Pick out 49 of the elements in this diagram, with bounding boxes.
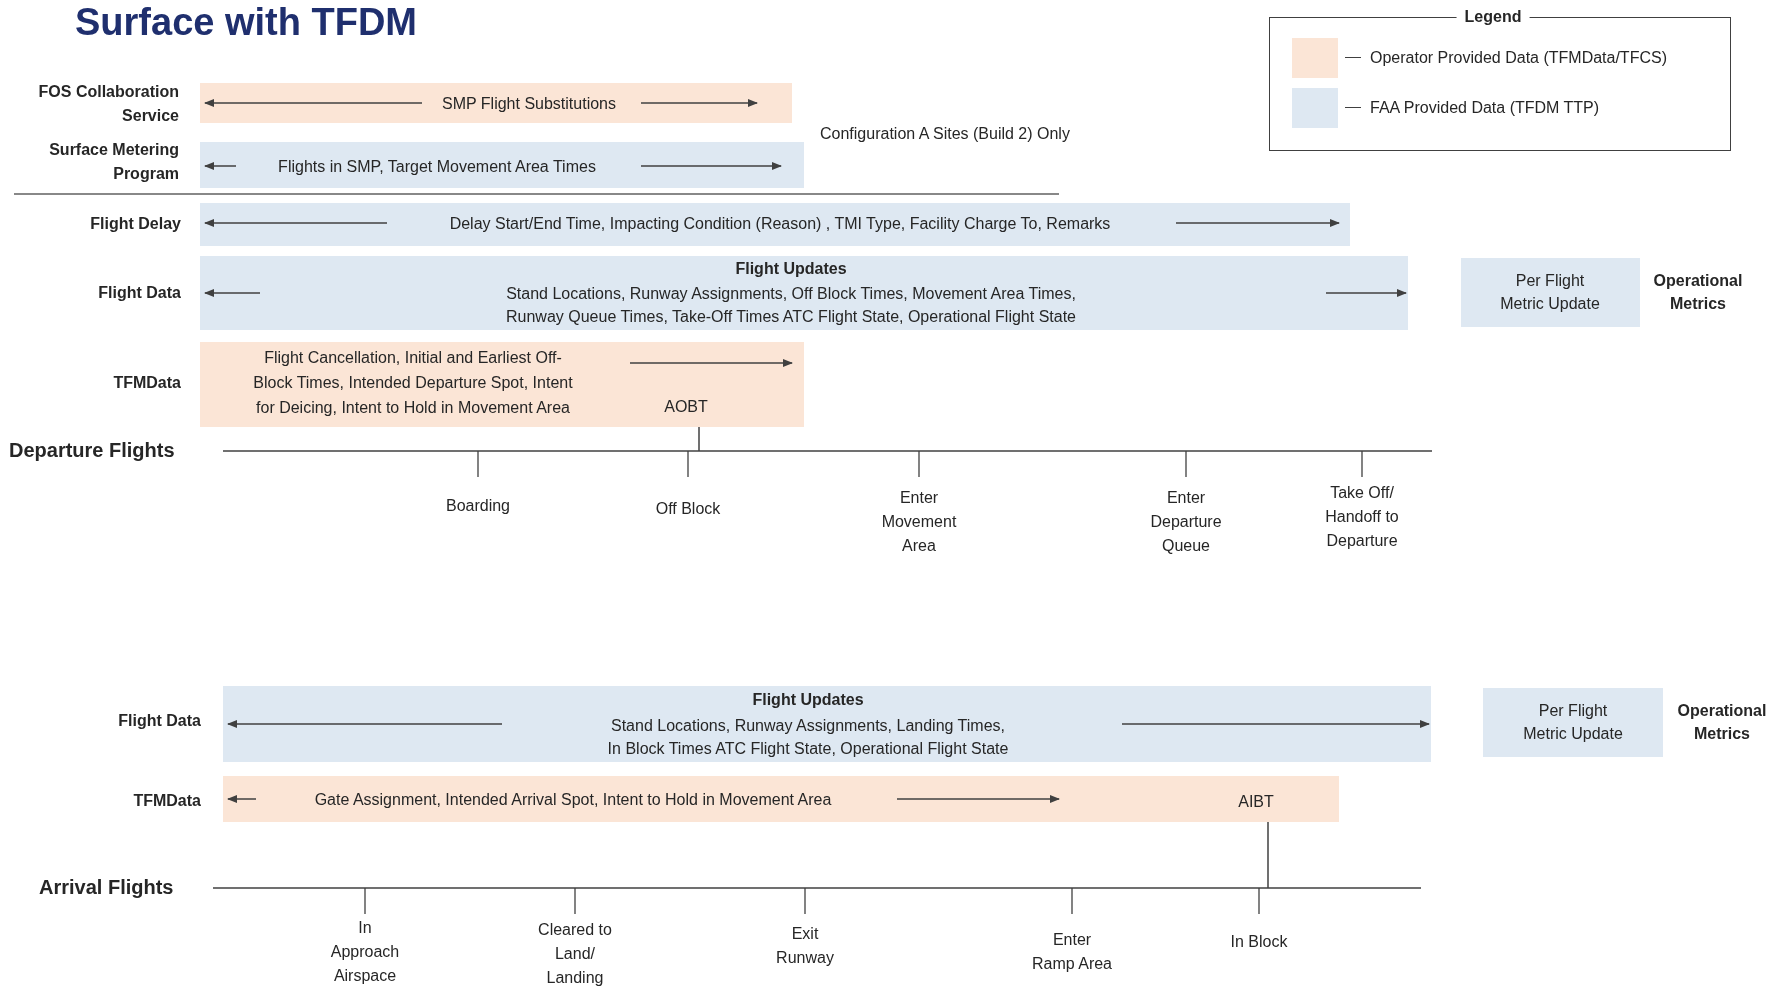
band-text: Flight Cancellation, Initial and Earliest Off-Block Times, Intended Departure Spot, Intent for Deicing, Intent to Hold in Movement Area [252, 347, 574, 418]
leader-line [1267, 821, 1269, 889]
time-marker-label: AIBT [1238, 791, 1274, 812]
row-heading: Operational Metrics [1676, 701, 1768, 744]
row-label: Flight Data [118, 711, 201, 731]
row-label: TFMData [113, 373, 181, 393]
milestone-label: Take Off/ Handoff to Departure [1324, 483, 1400, 551]
timeline-label: Departure Flights [9, 438, 175, 462]
legend-text: Operator Provided Data (TFMData/TFCS) [1370, 48, 1667, 68]
milestone-label: Enter Departure Queue [1149, 488, 1223, 556]
band-heading: Flight Updates [752, 689, 864, 710]
row-label: Flight Delay [90, 214, 181, 234]
data-band [200, 342, 804, 427]
band-text: Stand Locations, Runway Assignments, Off Block Times, Movement Area Times, Runway Queue Times, Take-Off Times ATC Flight State, Operational Flight State [505, 284, 1077, 327]
band-text: Stand Locations, Runway Assignments, Landing Times, In Block Times ATC Flight State, Operational Flight State [606, 716, 1010, 759]
milestone-label: Off Block [654, 499, 722, 519]
milestone-label: In Approach Airspace [329, 918, 401, 986]
data-band [223, 776, 1339, 822]
milestone-label: Enter Ramp Area [1030, 930, 1113, 974]
milestone-label: In Block [1229, 932, 1289, 952]
milestone-label: Boarding [444, 496, 511, 516]
row-label: FOS Collaboration Service [37, 82, 179, 126]
legend-text: FAA Provided Data (TFDM TTP) [1370, 98, 1600, 118]
data-band [223, 686, 1431, 762]
data-band [200, 203, 1350, 246]
band-text: Delay Start/End Time, Impacting Condition (Reason) , TMI Type, Facility Charge To, Remarks [449, 213, 1111, 234]
note-text: Configuration A Sites (Build 2) Only [820, 124, 1070, 144]
band-text: Flights in SMP, Target Movement Area Times [278, 156, 596, 177]
milestone-label: Exit Runway [775, 924, 835, 968]
band-text: SMP Flight Substitutions [442, 93, 616, 114]
metric-box [1483, 688, 1663, 757]
row-label: TFMData [133, 791, 201, 811]
band-text: Per Flight Metric Update [1522, 701, 1624, 744]
timeline-label: Arrival Flights [39, 875, 174, 899]
data-band [200, 142, 804, 188]
time-marker-label: AOBT [664, 396, 708, 417]
leader-line [698, 426, 700, 452]
slide-title: Surface with TFDM [75, 0, 418, 44]
row-label: Surface Metering Program [48, 140, 179, 184]
band-text: Per Flight Metric Update [1499, 271, 1601, 314]
data-band [200, 83, 792, 123]
metric-box [1461, 258, 1640, 327]
data-band [200, 256, 1408, 330]
row-label: Flight Data [98, 283, 181, 303]
band-heading: Flight Updates [735, 258, 847, 279]
milestone-label: Enter Movement Area [880, 488, 958, 556]
row-heading: Operational Metrics [1652, 271, 1744, 314]
band-text: Gate Assignment, Intended Arrival Spot, Intent to Hold in Movement Area [314, 789, 832, 810]
milestone-label: Cleared to Land/ Landing [537, 920, 613, 988]
